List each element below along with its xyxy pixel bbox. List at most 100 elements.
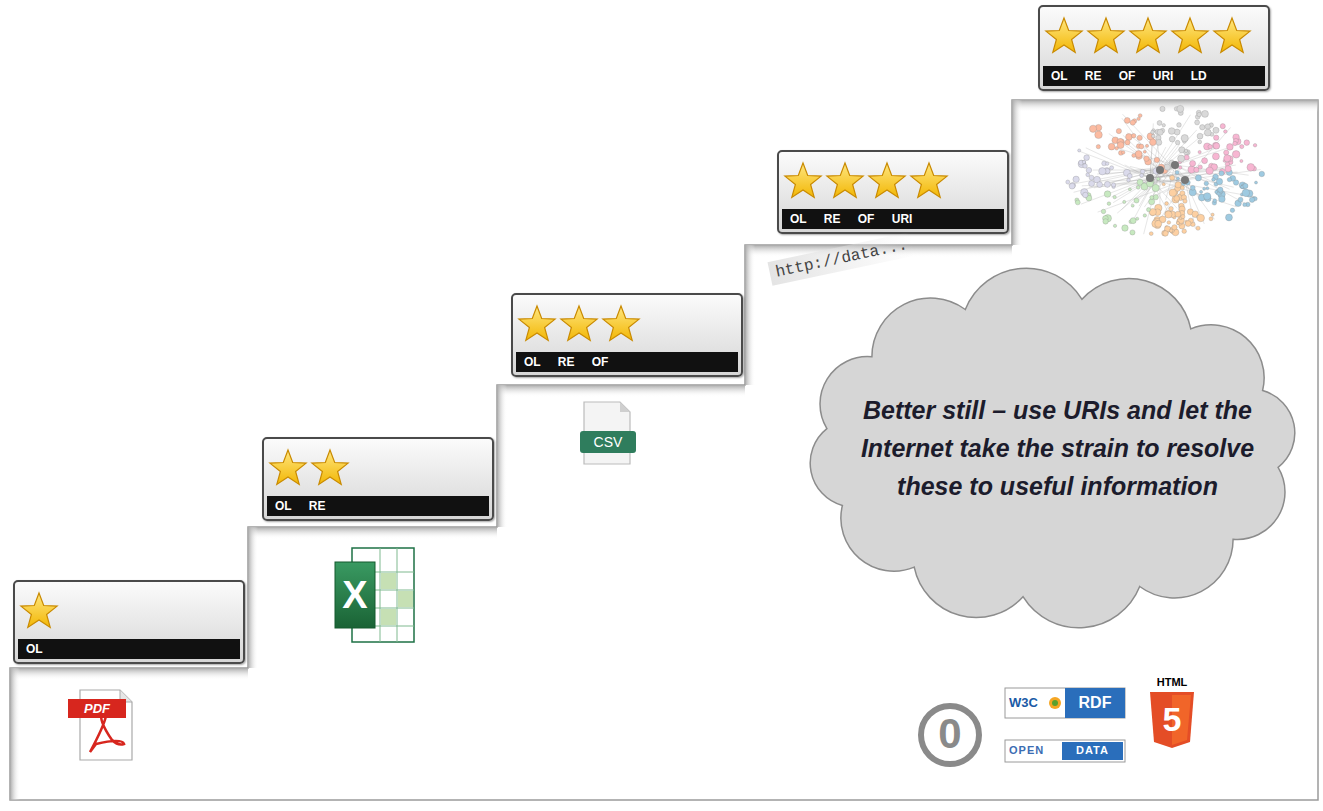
linked-data-cloud bbox=[1178, 155, 1185, 162]
star-symbol bbox=[603, 306, 639, 340]
html5-logo bbox=[1150, 692, 1194, 748]
cc-zero-mark: 0 bbox=[920, 711, 980, 757]
linked-data-cloud bbox=[1197, 214, 1204, 221]
linked-data-cloud bbox=[1156, 166, 1164, 174]
linked-data-cloud bbox=[1198, 165, 1202, 169]
linked-data-cloud bbox=[1185, 127, 1231, 180]
linked-data-cloud bbox=[1143, 150, 1146, 153]
staircase bbox=[745, 245, 755, 385]
linked-data-cloud bbox=[1127, 173, 1132, 178]
linked-data-cloud bbox=[1224, 130, 1228, 134]
linked-data-cloud bbox=[1200, 190, 1203, 193]
w3c-rdf-logo bbox=[1005, 688, 1125, 718]
linked-data-cloud bbox=[1144, 156, 1150, 162]
linked-data-cloud bbox=[1150, 115, 1190, 178]
linked-data-cloud bbox=[1151, 134, 1155, 138]
linked-data-cloud bbox=[1240, 159, 1243, 162]
linked-data-cloud bbox=[1127, 178, 1131, 182]
linked-data-cloud bbox=[1157, 180, 1185, 224]
linked-data-cloud bbox=[1143, 214, 1146, 217]
star-symbol bbox=[1172, 18, 1208, 52]
linked-data-cloud bbox=[1109, 134, 1160, 170]
linked-data-cloud bbox=[1160, 126, 1213, 170]
staircase bbox=[10, 668, 20, 800]
linked-data-cloud bbox=[1183, 199, 1187, 203]
linked-data-cloud bbox=[1150, 195, 1154, 199]
linked-data-cloud bbox=[1215, 190, 1218, 193]
pdf-icon bbox=[90, 711, 124, 752]
linked-data-cloud bbox=[1152, 184, 1159, 191]
linked-data-cloud bbox=[1175, 165, 1215, 219]
linked-data-cloud bbox=[1128, 188, 1131, 191]
label-bar: OL RE bbox=[267, 496, 489, 516]
linked-data-cloud bbox=[1219, 171, 1224, 176]
linked-data-cloud bbox=[1151, 130, 1155, 134]
linked-data-cloud bbox=[1211, 213, 1214, 216]
linked-data-cloud bbox=[1113, 165, 1175, 203]
linked-data-cloud bbox=[1157, 129, 1163, 135]
linked-data-cloud bbox=[1213, 199, 1217, 203]
label-bar: OL RE OF bbox=[516, 352, 738, 372]
linked-data-cloud bbox=[1179, 166, 1182, 169]
linked-data-cloud bbox=[1136, 186, 1140, 190]
linked-data-cloud bbox=[1254, 181, 1257, 184]
badge-label: OL RE bbox=[275, 499, 325, 513]
star-symbol bbox=[785, 163, 821, 197]
callout-cloud: Better still – use URIs and let the Inte… bbox=[785, 258, 1320, 638]
linked-data-cloud bbox=[1249, 197, 1254, 202]
linked-data-cloud bbox=[1240, 144, 1244, 148]
linked-data-cloud bbox=[1139, 170, 1160, 206]
html5-logo bbox=[1150, 692, 1194, 748]
linked-data-cloud bbox=[1137, 117, 1140, 120]
linked-data-cloud bbox=[1153, 180, 1185, 197]
linked-data-cloud bbox=[1185, 180, 1204, 224]
linked-data-cloud bbox=[1167, 221, 1171, 225]
linked-data-cloud bbox=[1206, 187, 1209, 190]
linked-data-cloud bbox=[1185, 221, 1191, 227]
linked-data-cloud bbox=[1219, 196, 1226, 203]
linked-data-cloud bbox=[1136, 217, 1139, 220]
excel-icon bbox=[398, 591, 413, 607]
linked-data-cloud bbox=[1244, 140, 1250, 146]
star-rating-badge: OL RE OF URI bbox=[777, 150, 1009, 234]
linked-data-cloud bbox=[1157, 177, 1160, 180]
linked-data-cloud bbox=[1181, 215, 1185, 219]
staircase bbox=[497, 385, 745, 397]
star-symbol bbox=[21, 593, 57, 627]
linked-data-cloud bbox=[1066, 105, 1265, 236]
excel-icon bbox=[335, 548, 414, 642]
linked-data-cloud bbox=[1135, 151, 1142, 158]
linked-data-cloud bbox=[1098, 165, 1175, 182]
linked-data-cloud bbox=[1169, 229, 1173, 233]
linked-data-cloud bbox=[1198, 140, 1202, 144]
staircase bbox=[10, 100, 1318, 800]
linked-data-cloud bbox=[1197, 133, 1203, 139]
linked-data-cloud bbox=[1195, 120, 1200, 125]
star-row bbox=[15, 582, 247, 640]
linked-data-cloud bbox=[1172, 196, 1179, 203]
linked-data-cloud bbox=[1243, 183, 1248, 188]
linked-data-cloud bbox=[1200, 125, 1205, 130]
linked-data-cloud bbox=[1122, 225, 1128, 231]
linked-data-cloud bbox=[1095, 131, 1103, 139]
linked-data-cloud bbox=[1177, 123, 1182, 128]
linked-data-cloud bbox=[1208, 144, 1213, 149]
linked-data-cloud bbox=[1086, 173, 1090, 177]
linked-data-cloud bbox=[1104, 181, 1110, 187]
open-data-logo bbox=[1005, 740, 1125, 762]
file-format-label: CSV bbox=[580, 434, 636, 450]
linked-data-cloud bbox=[1225, 166, 1231, 172]
linked-data-cloud bbox=[1175, 182, 1181, 188]
linked-data-cloud bbox=[1134, 198, 1139, 203]
linked-data-cloud bbox=[1202, 110, 1209, 117]
linked-data-cloud bbox=[1227, 177, 1231, 181]
linked-data-cloud bbox=[1105, 165, 1175, 175]
linked-data-cloud bbox=[1213, 143, 1219, 149]
staircase bbox=[10, 668, 248, 680]
linked-data-cloud bbox=[1204, 129, 1211, 136]
linked-data-cloud bbox=[1212, 178, 1216, 182]
linked-data-cloud bbox=[1122, 170, 1160, 210]
staircase bbox=[1012, 100, 1022, 245]
linked-data-cloud bbox=[1160, 148, 1229, 170]
staircase bbox=[497, 385, 507, 527]
